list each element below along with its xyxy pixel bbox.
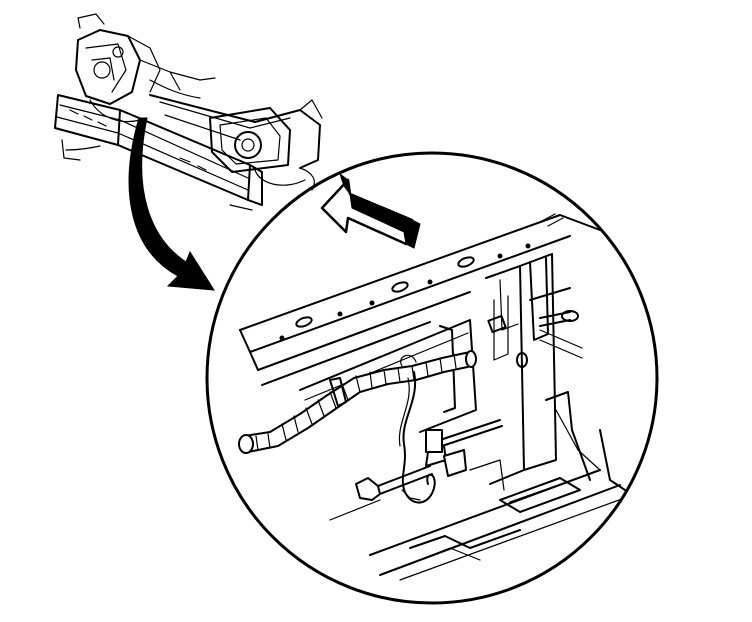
vehicle-front-end-overview [54, 13, 323, 211]
radiator-support-wiring-harness-detail [238, 213, 641, 581]
wiring-harness [238, 350, 477, 504]
detail-view-circle [205, 151, 659, 605]
curved-arrow-icon [128, 117, 215, 291]
view-direction-arrow-icon [320, 172, 421, 249]
